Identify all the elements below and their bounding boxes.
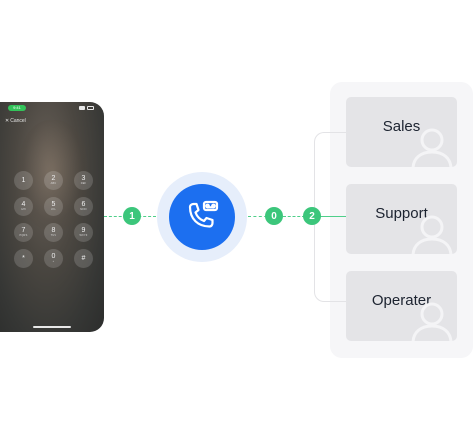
cancel-label: Cancel: [10, 118, 26, 124]
key-digit: *: [22, 255, 25, 262]
caller-photo-blur: [18, 120, 88, 230]
key-letters: +: [52, 260, 55, 264]
key-letters: GHI: [20, 208, 27, 212]
key-letters: WXYZ: [79, 234, 88, 238]
keypad-key[interactable]: #: [74, 249, 93, 268]
user-silhouette-icon: [411, 302, 453, 341]
connector-center-out: [248, 216, 278, 217]
connector-to-support: [320, 216, 346, 217]
user-silhouette-icon: [411, 128, 453, 167]
step-badge-mid: 0: [265, 207, 283, 225]
destination-operater[interactable]: Operater: [346, 271, 457, 341]
key-letters: TUV: [50, 234, 57, 238]
key-letters: MNO: [80, 208, 87, 212]
key-digit: 2: [51, 175, 56, 183]
key-digit: 3: [81, 175, 86, 183]
key-digit: 1: [21, 177, 26, 184]
voicemail-phone-icon: [169, 184, 235, 250]
key-digit: #: [81, 255, 86, 262]
cancel-button[interactable]: ✕ Cancel: [5, 118, 26, 124]
destination-label: Sales: [382, 118, 421, 135]
key-digit: 7: [21, 227, 26, 235]
destination-sales[interactable]: Sales: [346, 97, 457, 167]
home-indicator: [33, 326, 71, 328]
step-badge-right: 2: [303, 207, 321, 225]
signal-icon: [79, 106, 85, 110]
close-icon: ✕: [5, 118, 10, 124]
key-letters: ABC: [50, 182, 57, 186]
key-digit: 0: [51, 253, 56, 261]
status-bar: 9:41: [6, 104, 98, 112]
destination-support[interactable]: Support: [346, 184, 457, 254]
key-digit: 5: [51, 201, 56, 209]
destination-label: Support: [375, 205, 428, 222]
step-badge-left: 1: [123, 207, 141, 225]
connector-mid-to-right: [283, 216, 305, 217]
status-icons: [79, 105, 94, 111]
status-time-pill: 9:41: [8, 105, 26, 111]
key-digit: 9: [81, 227, 86, 235]
keypad-key[interactable]: 1: [14, 171, 33, 190]
key-digit: 6: [81, 201, 86, 209]
key-letters: JKL: [51, 208, 56, 212]
battery-icon: [87, 106, 94, 110]
key-digit: 8: [51, 227, 56, 235]
keypad-key[interactable]: 0+: [44, 249, 63, 268]
user-silhouette-icon: [411, 215, 453, 254]
destination-label: Operater: [371, 292, 432, 309]
key-letters: PQRS: [19, 234, 28, 238]
key-digit: 4: [21, 201, 26, 209]
key-letters: DEF: [80, 182, 87, 186]
keypad-key[interactable]: *: [14, 249, 33, 268]
